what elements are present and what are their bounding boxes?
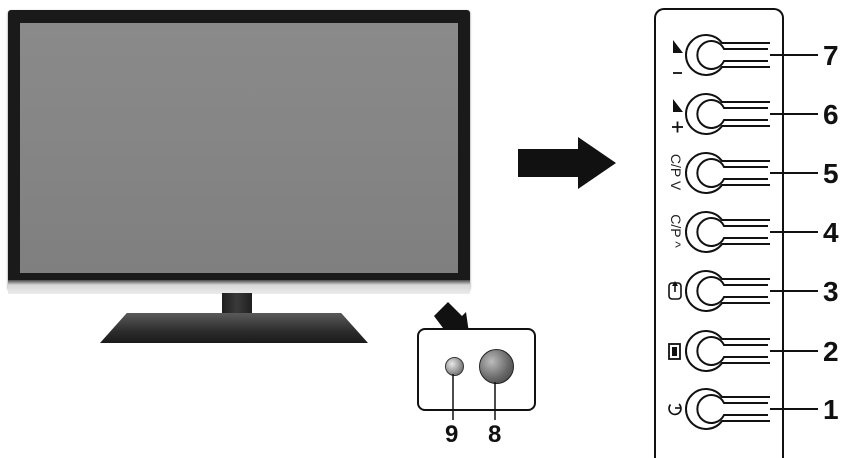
callout-1: 1 <box>823 394 839 425</box>
callout-9: 9 <box>445 421 459 448</box>
button-5-label: C/P V <box>668 153 684 191</box>
front-control-panel <box>417 328 536 411</box>
tv-bottom-bezel <box>8 280 470 294</box>
button-4-label: C/P ^ <box>668 214 684 248</box>
callout-8: 8 <box>488 421 502 448</box>
callout-5: 5 <box>823 158 839 189</box>
indicator-led <box>445 357 464 376</box>
button-6-shape <box>685 93 818 135</box>
callout-6: 6 <box>823 99 839 130</box>
button-1-shape <box>685 388 818 430</box>
right-arrow-icon <box>518 137 616 189</box>
input-source-icon <box>668 281 682 300</box>
power-button[interactable] <box>479 349 514 384</box>
callout-3: 3 <box>823 276 839 307</box>
menu-icon <box>668 343 681 360</box>
button-4-shape <box>685 211 818 253</box>
volume-plus-icon <box>672 99 683 133</box>
button-5-shape <box>685 152 818 194</box>
volume-minus-icon <box>673 40 683 74</box>
side-control-panel <box>654 8 784 458</box>
button-3-shape <box>685 270 818 312</box>
callout-7: 7 <box>823 40 839 71</box>
callout-4: 4 <box>823 217 839 248</box>
tv-screen <box>20 23 458 273</box>
button-7-shape <box>685 34 818 76</box>
tv-stand-base <box>100 313 368 343</box>
power-icon <box>668 403 682 416</box>
button-2-shape <box>685 330 818 372</box>
callout-2: 2 <box>823 336 839 367</box>
